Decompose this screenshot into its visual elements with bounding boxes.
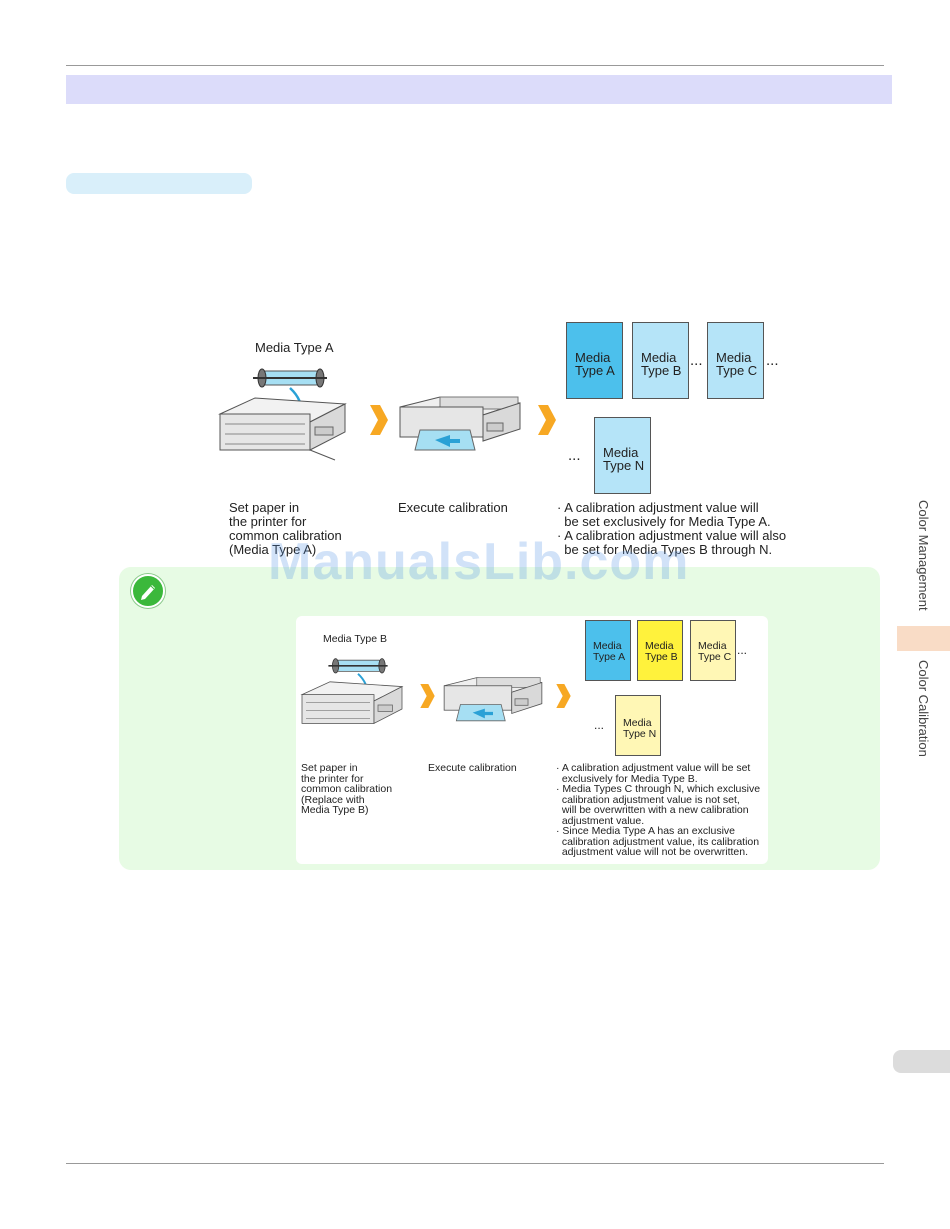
caption-line: the printer for xyxy=(301,772,364,785)
printer-calibration-illustration xyxy=(443,677,543,722)
caption-line: (Replace with xyxy=(301,793,365,806)
caption-line: common calibration xyxy=(301,783,393,795)
roll-label: Media Type A xyxy=(255,340,334,355)
caption-line: exclusively for Media Type B. xyxy=(556,772,698,785)
media-card-b: Media Type B xyxy=(637,620,683,681)
note-pencil-icon xyxy=(131,574,165,608)
media-card-n: Media Type N xyxy=(615,695,661,756)
caption-line: be set for Media Types B through N. xyxy=(557,542,773,557)
caption-line: common calibration xyxy=(229,528,342,543)
caption-line: · A calibration adjustment value will xyxy=(557,500,759,515)
card-line: Type A xyxy=(593,651,626,663)
caption-line: will be overwritten with a new calibrati… xyxy=(556,804,749,816)
caption-line: (Media Type A) xyxy=(229,542,317,557)
step1-caption: Set paper in the printer for common cali… xyxy=(229,501,342,557)
card-line: Type C xyxy=(716,363,758,378)
side-subsection-label[interactable]: Color Calibration xyxy=(916,660,931,757)
caption-line: Set paper in xyxy=(229,500,300,515)
step2-caption: Execute calibration xyxy=(398,500,508,515)
watermark: ManualsLib.com xyxy=(268,533,690,591)
caption-line: Set paper in xyxy=(301,762,358,774)
step1-caption: Set paper in the printer for common cali… xyxy=(301,763,392,816)
caption-line: calibration adjustment value, its calibr… xyxy=(556,835,760,848)
caption-line: · A calibration adjustment value will al… xyxy=(557,528,787,543)
header-rule xyxy=(66,65,884,66)
footer-rule xyxy=(66,1163,884,1164)
caption-line: adjustment value. xyxy=(556,814,645,827)
card-line: Media xyxy=(645,640,674,652)
media-card-b: Media Type B xyxy=(632,322,689,399)
arrow-right-icon xyxy=(538,405,556,435)
media-card-a: Media Type A xyxy=(585,620,631,681)
printer-with-roll-illustration xyxy=(300,658,404,725)
card-line: Media xyxy=(603,445,639,460)
ellipsis: ... xyxy=(594,718,605,732)
caption-line: Media Type B) xyxy=(301,804,369,816)
ellipsis: ... xyxy=(568,447,581,464)
caption-line: calibration adjustment value is not set, xyxy=(556,793,740,806)
pencil-icon xyxy=(141,585,155,600)
arrow-right-icon xyxy=(370,405,388,435)
caption-line: · Media Types C through N, which exclusi… xyxy=(556,783,761,795)
caption-line: · A calibration adjustment value will be… xyxy=(556,762,751,774)
section-title-band xyxy=(66,75,892,104)
media-card-n: Media Type N xyxy=(594,417,651,494)
card-line: Type B xyxy=(641,363,682,378)
side-section-label[interactable]: Color Management xyxy=(916,500,931,611)
card-line: Media xyxy=(716,350,752,365)
card-line: Type A xyxy=(575,363,615,378)
roll-label: Media Type B xyxy=(323,633,388,645)
step2-caption: Execute calibration xyxy=(428,762,517,774)
page-number-tab xyxy=(893,1050,950,1073)
printer-with-roll-illustration xyxy=(218,368,347,461)
card-line: Media xyxy=(623,717,652,729)
ellipsis: ... xyxy=(766,352,779,369)
arrow-right-icon xyxy=(556,684,571,708)
card-line: Type N xyxy=(603,458,645,473)
printer-calibration-illustration xyxy=(399,396,521,451)
media-card-a: Media Type A xyxy=(566,322,623,399)
card-line: Media xyxy=(698,640,727,652)
ellipsis: ... xyxy=(737,643,748,657)
card-line: Type C xyxy=(698,651,732,663)
card-line: Media xyxy=(641,350,677,365)
card-line: Media xyxy=(593,640,622,652)
caption-line: the printer for xyxy=(229,514,307,529)
media-card-c: Media Type C xyxy=(707,322,764,399)
caption-line: be set exclusively for Media Type A. xyxy=(557,514,771,529)
ellipsis: ... xyxy=(690,352,703,369)
caption-line: adjustment value will not be overwritten… xyxy=(556,846,749,858)
step3-caption: · A calibration adjustment value will be… xyxy=(556,763,760,858)
arrow-right-icon xyxy=(420,684,435,708)
card-line: Type N xyxy=(623,728,657,740)
note-diagram-panel xyxy=(296,616,768,864)
caption-line: · Since Media Type A has an exclusive xyxy=(556,825,735,837)
subsection-title-band xyxy=(66,173,252,194)
card-line: Media xyxy=(575,350,611,365)
step3-caption: · A calibration adjustment value will be… xyxy=(557,501,786,557)
media-card-c: Media Type C xyxy=(690,620,736,681)
card-line: Type B xyxy=(645,651,678,663)
side-section-tab-marker xyxy=(897,626,950,651)
